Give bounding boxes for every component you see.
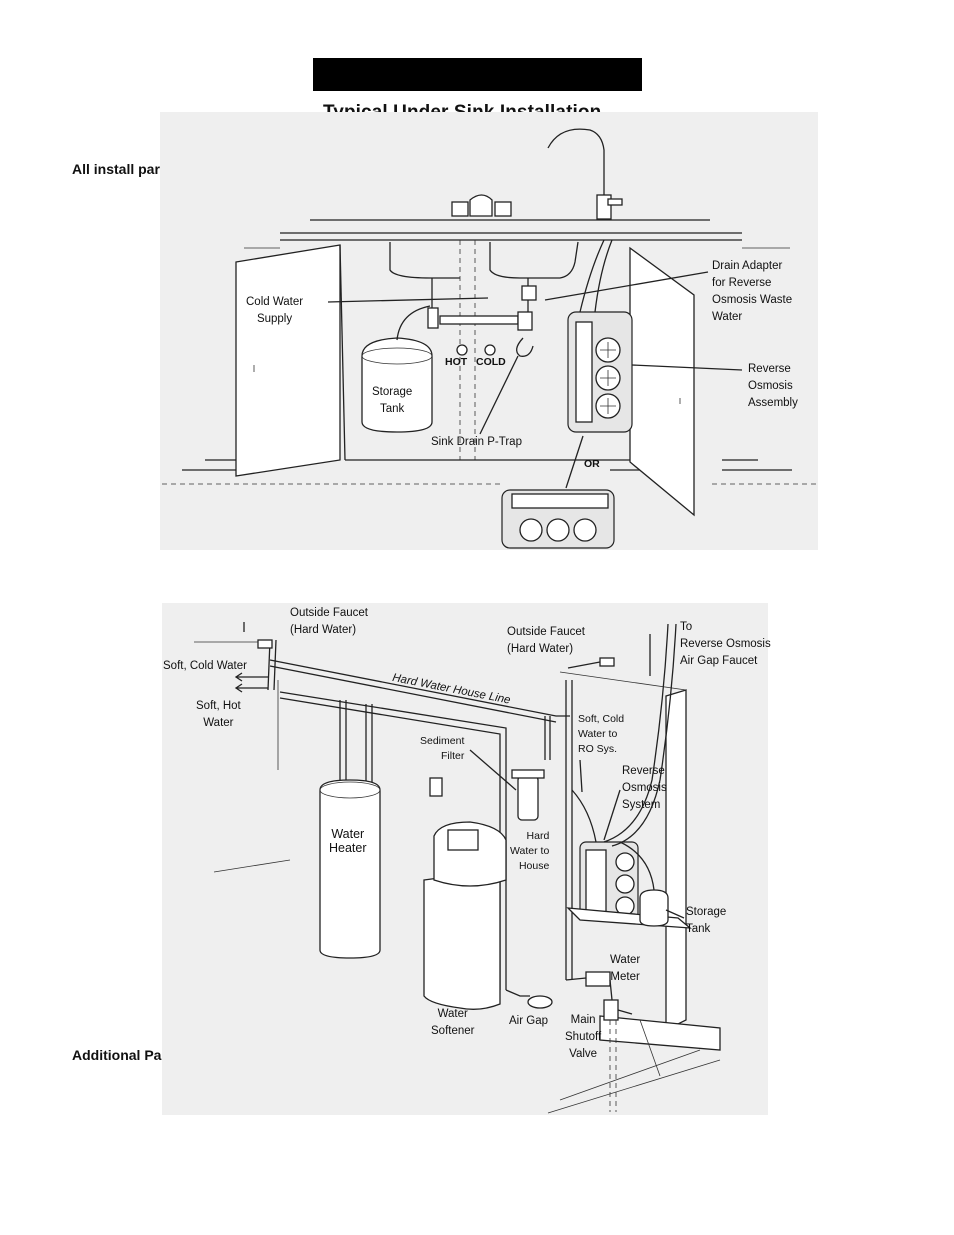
hot-valve-knob: [456, 344, 468, 356]
leader-soft-cold-to-ro: [579, 759, 583, 793]
label-or: OR: [584, 458, 600, 470]
wall-column: [665, 689, 687, 1032]
ro-tube-to-faucet: [579, 239, 605, 313]
cold-valve: [427, 307, 439, 329]
sink-handle-left: [451, 201, 469, 217]
label-sediment-filter: Sediment Filter: [420, 735, 465, 762]
label-storage-tank-bottom: Storage Tank: [686, 906, 727, 935]
water-softener: [423, 869, 501, 1010]
leader-sediment: [469, 749, 517, 791]
ro-tube-2: [594, 239, 613, 313]
label-soft-hot-water: Soft, Hot Water: [196, 700, 241, 729]
outside-faucet-right-pipe: [567, 661, 601, 669]
storage-tank-top: [361, 347, 433, 365]
label-water-softener: Water Softener: [431, 1008, 475, 1037]
main-shutoff-handle: [617, 1009, 633, 1015]
main-line-below: [609, 1020, 617, 1112]
label-reverse-osmosis-system: Reverse Osmosis System: [622, 765, 667, 811]
label-sink-drain-ptrap: Sink Drain P-Trap: [431, 436, 522, 448]
ro-system-knob-2: [615, 874, 635, 894]
sediment-filter: [517, 775, 539, 821]
leader-cold-water: [327, 297, 489, 303]
label-water-heater: Water Heater: [329, 827, 367, 855]
wall-top-line: [559, 671, 687, 691]
ro-system-knob-1: [615, 852, 635, 872]
label-hard-water-to-house: Hard Water to House: [510, 830, 550, 872]
tube-to-ro-faucet: [603, 623, 669, 843]
drain-adapter: [521, 285, 537, 301]
left-riser-2: [273, 639, 277, 691]
label-hot: HOT: [445, 356, 468, 368]
sink-faucet: [469, 194, 493, 217]
soft-cold-arrow: [234, 672, 268, 682]
ro-faucet-spout: [547, 128, 605, 200]
p-trap: [516, 337, 534, 357]
cold-valve-knob: [484, 344, 496, 356]
label-cold-water-supply: Cold Water Supply: [246, 296, 304, 325]
leader-ro-system: [603, 789, 621, 841]
cabinet-frame-left: [339, 244, 346, 461]
label-soft-cold-water: Soft, Cold Water: [163, 660, 247, 672]
floor-slab: [599, 1015, 721, 1051]
wall-outlet: [429, 777, 443, 797]
label-cold: COLD: [476, 356, 506, 368]
meter-pipe: [565, 977, 613, 1001]
hard-water-line-top: [269, 659, 570, 717]
ro-horizontal-knob-2: [546, 518, 570, 542]
ro-storage-tank: [639, 889, 669, 927]
label-outside-faucet-left: Outside Faucet (Hard Water): [290, 607, 368, 636]
storage-tank-tube: [396, 305, 431, 341]
sink-basin-left: [389, 242, 460, 279]
main-shutoff: [603, 999, 619, 1021]
air-gap-drain: [527, 995, 553, 1009]
ro-system-vent: [585, 849, 607, 915]
label-main-shutoff-valve: Main Shutoff Valve: [565, 1014, 602, 1060]
outside-faucet-right: [599, 657, 615, 667]
soft-cold-to-ro-tube: [571, 789, 597, 843]
sediment-filter-head: [511, 769, 545, 779]
ro-horizontal-knob-3: [573, 518, 597, 542]
soft-hot-arrow: [234, 683, 268, 693]
label-soft-cold-to-ro: Soft, Cold Water to RO Sys.: [578, 713, 625, 755]
label-drain-adapter: Drain Adapter for Reverse Osmosis Waste …: [712, 260, 793, 323]
sink-basin-right: [489, 241, 579, 279]
leader-drain-adapter: [544, 271, 709, 301]
ro-assembly-vent: [575, 321, 593, 423]
label-water-meter: Water Meter: [610, 954, 641, 983]
water-meter: [585, 971, 611, 987]
water-heater: [319, 779, 381, 959]
floor-edge-bottom-2: [559, 1049, 701, 1101]
storage-tank: [361, 337, 433, 433]
floor-edge-bottom: [547, 1059, 721, 1114]
hard-water-line-top-2: [269, 665, 557, 723]
label-air-gap: Air Gap: [509, 1015, 548, 1027]
softener-display: [447, 829, 479, 851]
leader-p-trap: [479, 355, 519, 435]
tube-to-ro-faucet-2: [611, 623, 677, 847]
cabinet-door-left: [235, 244, 341, 477]
slab-edge: [639, 1019, 661, 1077]
label-outside-faucet-right: Outside Faucet (Hard Water): [507, 626, 585, 655]
water-heater-top: [319, 781, 381, 799]
leader-ro-assembly: [631, 364, 743, 371]
label-ro-assembly: Reverse Osmosis Assembly: [748, 363, 798, 409]
air-gap-pipe: [505, 989, 530, 997]
label-to-ro-faucet: To Reverse Osmosis Air Gap Faucet: [680, 621, 771, 667]
ro-horizontal-knob-1: [519, 518, 543, 542]
ro-faucet-handle: [607, 198, 623, 206]
tank-tube: [619, 841, 655, 891]
ro-horizontal-vent: [511, 493, 609, 509]
floor-edge-left: [213, 859, 291, 873]
soft-hot-line: [279, 691, 507, 990]
outside-faucet-left: [257, 639, 273, 649]
ro-knob-crosses: [600, 342, 616, 414]
or-arrow: [565, 435, 584, 489]
header-black-bar: [313, 58, 642, 91]
sink-handle-right: [494, 201, 512, 217]
label-storage-tank-top: Storage Tank: [372, 386, 413, 415]
leader-storage: [665, 909, 685, 919]
drain-coupling: [517, 311, 533, 331]
